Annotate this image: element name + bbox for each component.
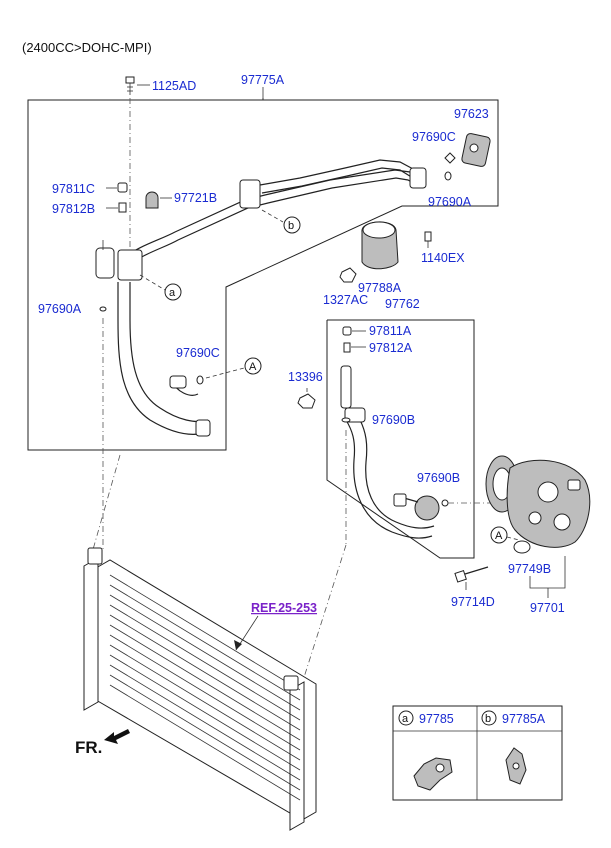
- legend-b-part[interactable]: 97785A: [502, 712, 546, 726]
- label-97812B[interactable]: 97812B: [52, 202, 95, 216]
- gasket-97749B-icon: [513, 540, 531, 554]
- discharge-pipe: [95, 159, 427, 437]
- fitting-97623-icon: [461, 133, 491, 167]
- label-97749B[interactable]: 97749B: [508, 562, 551, 576]
- suction-hose-box: [326, 319, 475, 559]
- nut-13396-icon: [297, 388, 316, 409]
- label-97811A[interactable]: 97811A: [369, 324, 412, 338]
- oring-97690A-right-icon: [444, 171, 452, 181]
- bracket-97785A-icon: [505, 747, 527, 785]
- bracket-97785-icon: [413, 757, 453, 791]
- label-97701[interactable]: 97701: [530, 601, 565, 615]
- label-97690B-mid[interactable]: 97690B: [372, 413, 415, 427]
- callout-A-lower-text: A: [495, 530, 503, 542]
- label-1140EX[interactable]: 1140EX: [421, 251, 465, 265]
- callout-a-text: a: [169, 287, 176, 299]
- cap-97811C-icon: [106, 182, 128, 193]
- nut-1327AC-icon: [339, 267, 357, 283]
- label-97762[interactable]: 97762: [385, 297, 420, 311]
- front-arrow-icon: [104, 729, 130, 744]
- bolt-1125AD-icon: [125, 76, 150, 95]
- front-direction-label: FR.: [75, 738, 102, 757]
- bolt-97714D-icon: [454, 566, 489, 590]
- oring-97690B-mid-icon: [341, 417, 351, 423]
- legend-b-marker: [481, 710, 497, 726]
- legend-box: [392, 705, 563, 801]
- oring-97690C-mid-icon: [196, 375, 204, 385]
- sensor-97721B-icon: [145, 191, 172, 209]
- legend-a-letter: a: [402, 713, 409, 725]
- oring-97690B-right-icon: [441, 499, 449, 507]
- callout-A-lower-marker[interactable]: [490, 526, 508, 544]
- label-97690A-right[interactable]: 97690A: [428, 195, 472, 209]
- label-97811C[interactable]: 97811C: [52, 182, 95, 196]
- legend-a-marker: [398, 710, 414, 726]
- filter-97788A-icon: [361, 221, 399, 270]
- label-97623[interactable]: 97623: [454, 107, 489, 121]
- discharge-hose-box: [27, 87, 499, 451]
- suction-pipe: [340, 365, 440, 539]
- callout-A-upper-text: A: [249, 361, 257, 373]
- oring-97690C-top-icon: [444, 152, 456, 164]
- label-1125AD[interactable]: 1125AD: [152, 79, 196, 93]
- label-97714D[interactable]: 97714D: [451, 595, 495, 609]
- label-97812A[interactable]: 97812A: [369, 341, 413, 355]
- engine-spec-title: (2400CC>DOHC-MPI): [22, 40, 152, 55]
- label-13396[interactable]: 13396: [288, 370, 323, 384]
- callout-a-marker[interactable]: [164, 283, 182, 301]
- valve-97812B-icon: [106, 202, 127, 213]
- label-97690C-mid[interactable]: 97690C: [176, 346, 220, 360]
- ref-link-25-253[interactable]: REF.25-253: [251, 601, 317, 615]
- bolt-1140EX-icon: [424, 231, 432, 248]
- condenser-icon: [83, 547, 317, 831]
- label-97690A-left[interactable]: 97690A: [38, 302, 82, 316]
- compressor-97701-icon: [485, 455, 591, 548]
- cap-97811A-icon: [342, 326, 366, 336]
- valve-97812A-icon: [343, 342, 366, 353]
- legend-a-part[interactable]: 97785: [419, 712, 454, 726]
- label-97690B-right[interactable]: 97690B: [417, 471, 460, 485]
- label-97788A[interactable]: 97788A: [358, 281, 402, 295]
- legend-b-letter: b: [485, 713, 491, 725]
- callout-b-text: b: [288, 220, 294, 232]
- callout-A-upper-marker[interactable]: [244, 357, 262, 375]
- label-97721B[interactable]: 97721B: [174, 191, 217, 205]
- label-97690C-top[interactable]: 97690C: [412, 130, 456, 144]
- label-1327AC[interactable]: 1327AC: [323, 293, 368, 307]
- oring-97690A-left-icon: [99, 306, 107, 312]
- label-97775A[interactable]: 97775A: [241, 73, 285, 87]
- callout-b-marker[interactable]: [283, 216, 301, 234]
